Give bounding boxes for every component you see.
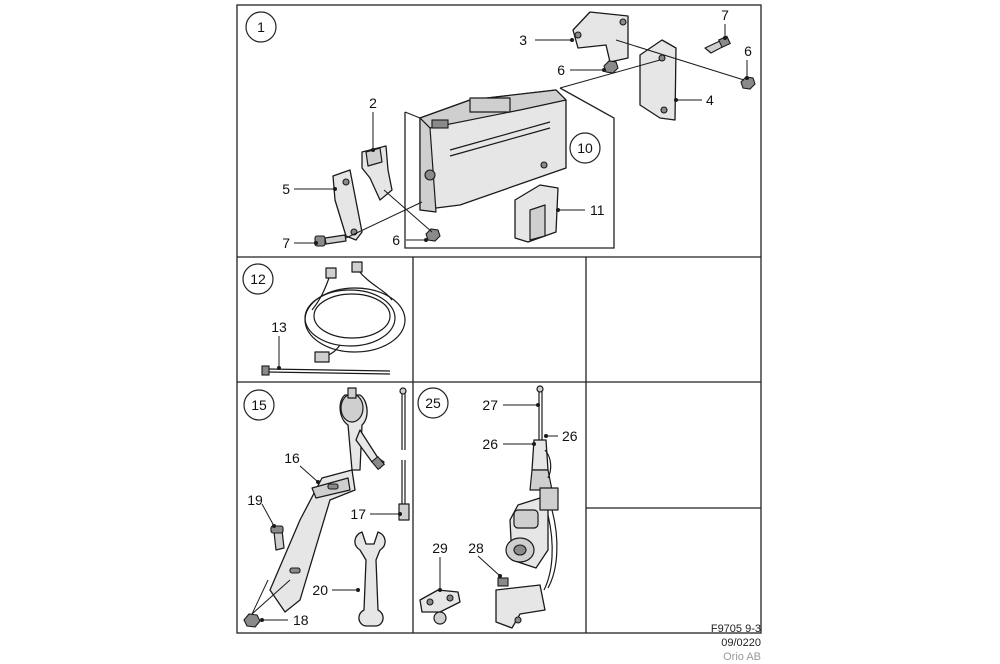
figure-date: 09/0220 [721, 637, 761, 649]
group-1-main-unit [314, 11, 756, 247]
figure-footer: F9705 9-3 09/0220 Orio AB [711, 623, 761, 663]
group-15-antenna-parts [243, 387, 410, 628]
group-12-cable [261, 261, 406, 376]
group-25-power-antenna [419, 385, 559, 629]
callout-13: 13 [271, 319, 287, 335]
callout-6-lower: 6 [392, 232, 400, 248]
callout-5: 5 [282, 181, 290, 197]
group-marker-10: 10 [569, 132, 601, 164]
callout-26-left: 26 [482, 436, 498, 452]
figure-company: Orio AB [723, 651, 761, 663]
diagram-frames [236, 4, 762, 634]
callout-7-lower: 7 [282, 235, 290, 251]
callout-4: 4 [706, 92, 714, 108]
callout-labels: 3 2 5 7 6 6 7 6 4 11 13 16 17 18 19 20 2… [247, 7, 752, 628]
callout-7-upper: 7 [721, 7, 729, 23]
group-marker-12: 12 [242, 263, 274, 295]
group-label-10: 10 [577, 140, 593, 156]
group-marker-1: 1 [245, 11, 277, 43]
group-marker-15: 15 [243, 389, 275, 421]
callout-29: 29 [432, 540, 448, 556]
callout-19: 19 [247, 492, 263, 508]
callout-6-upper: 6 [557, 62, 565, 78]
leader-lines [260, 24, 749, 622]
group-label-25: 25 [425, 395, 441, 411]
group-marker-25: 25 [417, 387, 449, 419]
group-label-1: 1 [257, 19, 265, 35]
callout-26-right: 26 [562, 428, 578, 444]
callout-3: 3 [519, 32, 527, 48]
callout-6-right: 6 [744, 43, 752, 59]
callout-17: 17 [350, 506, 366, 522]
figure-code: F9705 9-3 [711, 623, 761, 635]
callout-16: 16 [284, 450, 300, 466]
callout-2: 2 [369, 95, 377, 111]
callout-27: 27 [482, 397, 498, 413]
callout-11: 11 [590, 202, 605, 218]
callout-18: 18 [293, 612, 309, 628]
callout-28: 28 [468, 540, 484, 556]
group-label-12: 12 [250, 271, 266, 287]
callout-20: 20 [312, 582, 328, 598]
group-label-15: 15 [251, 397, 267, 413]
